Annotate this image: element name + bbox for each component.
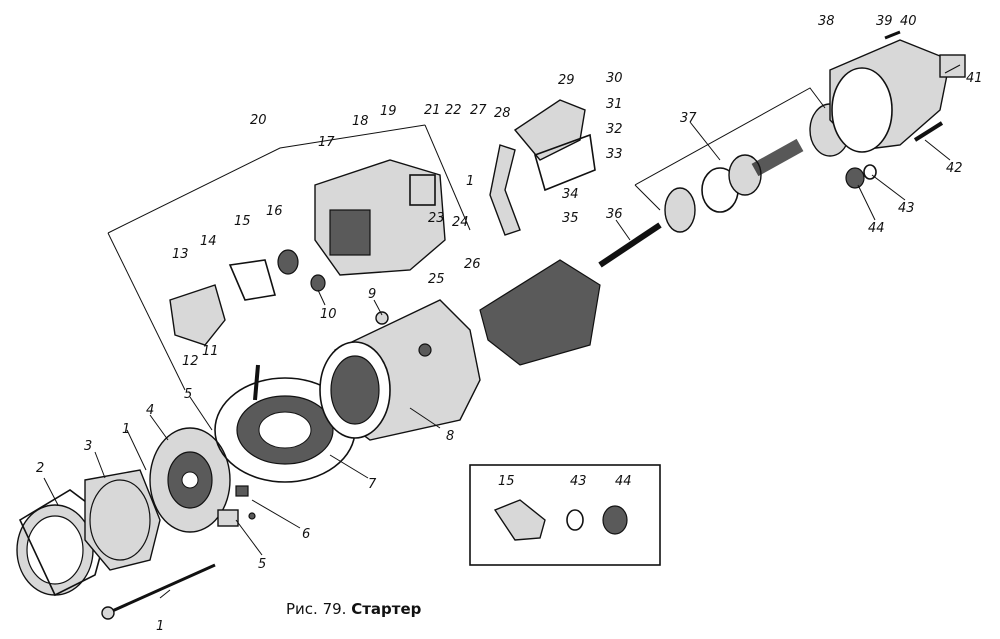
- callout-5: 5: [184, 387, 192, 402]
- callout-21: 21: [424, 103, 441, 118]
- callout-42: 42: [946, 161, 963, 176]
- callout-labels: 1 1 1 2 3 4 5 5 6 7 8 9 10 11 12 13 14 1…: [36, 14, 983, 634]
- callout-17: 17: [318, 135, 335, 150]
- part-13-brush-plate: [169, 284, 226, 346]
- callout-3: 3: [84, 439, 92, 454]
- callout-34: 34: [562, 187, 579, 202]
- callout-44: 44: [615, 474, 632, 489]
- callout-13: 13: [172, 247, 189, 262]
- callout-38: 38: [818, 14, 835, 29]
- callout-41: 41: [966, 71, 983, 86]
- callout-22: 22: [445, 103, 462, 118]
- callout-36: 36: [606, 207, 623, 222]
- part-16-washer: [277, 249, 299, 275]
- callout-7: 7: [368, 477, 377, 492]
- callout-15: 15: [498, 474, 515, 489]
- part-42-stud: [913, 121, 944, 142]
- part-37-drive-assembly: [664, 103, 851, 233]
- callout-9: 9: [368, 287, 376, 302]
- callout-12: 12: [182, 354, 199, 369]
- part-4-end-cover: [149, 427, 231, 533]
- callout-8: 8: [446, 429, 454, 444]
- part-36-armature: [479, 222, 662, 366]
- caption-prefix: Рис. 79.: [286, 600, 347, 618]
- callout-43: 43: [898, 201, 915, 216]
- part-29-cover: [513, 99, 596, 192]
- callout-35: 35: [562, 211, 579, 226]
- callout-11: 11: [202, 344, 219, 359]
- callout-10: 10: [320, 307, 337, 322]
- part-2-cover-band: [16, 489, 111, 597]
- callout-30: 30: [606, 71, 623, 86]
- callout-31: 31: [606, 97, 623, 112]
- callout-44: 44: [868, 221, 885, 236]
- callout-20: 20: [250, 113, 267, 128]
- callout-4: 4: [146, 403, 154, 418]
- part-8-housing: [319, 299, 481, 441]
- bracket-37: [634, 87, 826, 211]
- part-5-brush-holder: [217, 485, 256, 527]
- callout-33: 33: [606, 147, 623, 162]
- callout-43: 43: [570, 474, 587, 489]
- callout-28: 28: [494, 106, 511, 121]
- callout-1: 1: [156, 619, 164, 634]
- callout-32: 32: [606, 122, 623, 137]
- callout-18: 18: [352, 114, 369, 129]
- callout-37: 37: [680, 111, 697, 126]
- callout-19: 19: [380, 104, 397, 119]
- callout-40: 40: [900, 14, 917, 29]
- callout-25: 25: [428, 272, 445, 287]
- part-28-lever: [489, 144, 521, 236]
- callout-15: 15: [234, 214, 251, 229]
- callout-6: 6: [302, 527, 310, 542]
- part-39-screw: [884, 30, 901, 40]
- part-14-gasket: [228, 259, 277, 301]
- part-7-field-windings: [214, 364, 356, 483]
- callout-24: 24: [452, 215, 469, 230]
- callout-5: 5: [258, 557, 266, 572]
- leader-lines: [43, 64, 961, 599]
- callout-39: 39: [876, 14, 893, 29]
- bracket-20: [107, 124, 471, 391]
- callout-1: 1: [466, 174, 474, 189]
- part-18-solenoid: [314, 159, 446, 276]
- inset-box: [469, 464, 661, 566]
- part-3-band: [84, 469, 161, 571]
- callout-1: 1: [122, 422, 130, 437]
- part-10-bolt: [310, 274, 326, 292]
- part-38-drive-housing: [829, 39, 966, 153]
- callout-27: 27: [470, 103, 487, 118]
- callout-23: 23: [428, 211, 445, 226]
- callout-26: 26: [464, 257, 481, 272]
- callout-29: 29: [558, 73, 575, 88]
- figure-caption: Рис. 79. Стартер: [286, 600, 421, 618]
- callout-16: 16: [266, 204, 283, 219]
- caption-title: Стартер: [351, 600, 422, 618]
- part-44-nut: [845, 167, 865, 189]
- callout-2: 2: [36, 461, 44, 476]
- callout-14: 14: [200, 234, 217, 249]
- part-1-through-bolt: [101, 563, 216, 620]
